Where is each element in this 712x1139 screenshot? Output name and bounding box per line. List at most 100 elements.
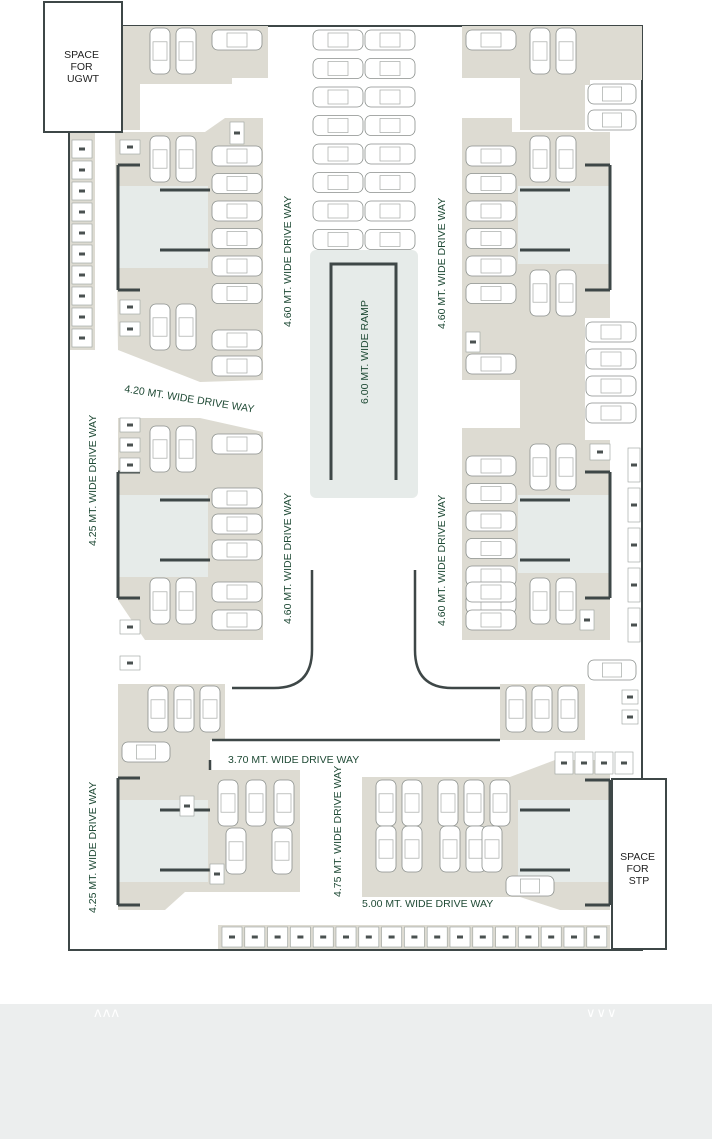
car-space: [529, 269, 551, 317]
car-spaces: [121, 27, 637, 897]
bike-icon: [79, 252, 85, 256]
car-space: [199, 685, 221, 733]
bike-icon: [184, 804, 190, 808]
bike-icon: [593, 935, 600, 939]
bike-icon: [79, 147, 85, 151]
bike-icon: [631, 583, 637, 587]
car-space: [465, 353, 517, 375]
car-space: [465, 455, 517, 477]
car-space: [211, 433, 263, 455]
bike-spaces: [71, 121, 641, 948]
car-space: [312, 58, 364, 79]
car-space: [245, 779, 267, 827]
bike-icon: [229, 935, 235, 939]
ramp-label: 6.00 MT. WIDE RAMP: [359, 300, 371, 404]
bottom-bar: [0, 1004, 712, 1139]
car-space: [175, 425, 197, 473]
car-space: [465, 825, 487, 873]
car-space: [147, 685, 169, 733]
bike-icon: [411, 935, 418, 939]
bike-icon: [297, 935, 304, 939]
bike-icon: [343, 935, 349, 939]
car-space: [555, 269, 577, 317]
car-space: [465, 228, 517, 249]
car-space: [439, 825, 461, 873]
car-space: [375, 825, 397, 873]
bike-icon: [79, 294, 85, 298]
car-space: [465, 510, 517, 532]
car-space: [312, 229, 364, 250]
car-space: [529, 135, 551, 183]
car-space: [364, 143, 416, 165]
bike-icon: [601, 761, 607, 765]
car-space: [173, 685, 195, 733]
bike-icon: [388, 935, 395, 939]
car-space: [217, 779, 239, 827]
car-space: [211, 355, 263, 377]
car-space: [225, 827, 247, 875]
car-space: [364, 229, 416, 250]
car-space: [505, 685, 527, 733]
scroll-down-icon[interactable]: ∨∨∨: [586, 1006, 618, 1021]
car-space: [481, 825, 503, 873]
car-space: [175, 135, 197, 183]
stp-label: SPACE FOR STP: [620, 851, 658, 887]
bike-icon: [127, 625, 133, 629]
car-space: [312, 172, 364, 193]
car-space: [149, 303, 171, 351]
drive-label-460-a: 4.60 MT. WIDE DRIVE WAY: [282, 196, 294, 327]
bike-icon: [234, 131, 240, 135]
car-space: [364, 200, 416, 222]
car-space: [211, 283, 263, 304]
bike-icon: [127, 145, 133, 149]
car-space: [585, 375, 637, 397]
bike-icon: [479, 935, 486, 939]
bike-icon: [631, 503, 637, 507]
car-space: [465, 200, 517, 222]
car-space: [312, 115, 364, 136]
car-space: [149, 577, 171, 625]
car-space: [465, 283, 517, 304]
bike-icon: [434, 935, 441, 939]
bike-icon: [320, 935, 327, 939]
car-space: [175, 577, 197, 625]
car-space: [529, 443, 551, 491]
bike-icon: [627, 695, 633, 699]
car-space: [529, 577, 551, 625]
car-space: [531, 685, 553, 733]
car-space: [211, 145, 263, 167]
car-space: [465, 483, 517, 504]
car-space: [463, 779, 485, 827]
scroll-up-icon[interactable]: ʌʌʌ: [94, 1006, 121, 1021]
bike-icon: [127, 305, 133, 309]
bike-icon: [631, 623, 637, 627]
car-space: [555, 577, 577, 625]
bike-icon: [79, 336, 85, 340]
car-space: [465, 29, 517, 51]
bike-icon: [561, 761, 567, 765]
car-space: [465, 609, 517, 631]
car-space: [149, 425, 171, 473]
bike-icon: [274, 935, 281, 939]
bike-icon: [127, 423, 133, 427]
drive-label-500: 5.00 MT. WIDE DRIVE WAY: [362, 898, 493, 910]
car-space: [121, 741, 171, 763]
bike-icon: [79, 189, 85, 193]
car-space: [401, 825, 423, 873]
car-space: [587, 83, 637, 105]
bike-icon: [631, 543, 637, 547]
bike-icon: [251, 935, 258, 939]
car-space: [175, 303, 197, 351]
car-space: [364, 115, 416, 136]
bike-icon: [525, 935, 532, 939]
car-space: [555, 135, 577, 183]
bike-icon: [127, 327, 133, 331]
bike-icon: [581, 761, 587, 765]
bike-icon: [79, 168, 85, 172]
drive-label-460-c: 4.60 MT. WIDE DRIVE WAY: [282, 493, 294, 624]
car-space: [465, 145, 517, 167]
car-space: [364, 58, 416, 79]
car-space: [211, 228, 263, 249]
car-space: [211, 539, 263, 561]
car-space: [555, 443, 577, 491]
